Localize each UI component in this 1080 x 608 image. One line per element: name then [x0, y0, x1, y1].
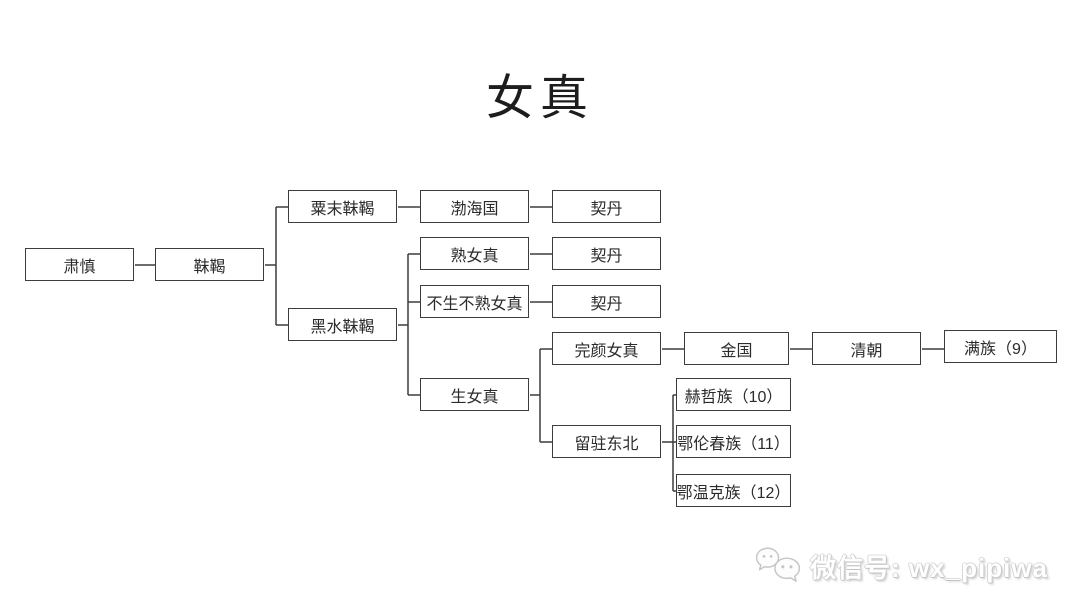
- node-liuzhu-dongbei: 留驻东北: [552, 425, 661, 458]
- node-shu-nvzhen: 熟女真: [420, 237, 529, 270]
- node-man-zu: 满族（9）: [944, 330, 1057, 363]
- node-wanyan-nvzhen: 完颜女真: [552, 332, 661, 365]
- node-hezhe-zu: 赫哲族（10）: [676, 378, 791, 411]
- node-qidan-2: 契丹: [552, 237, 661, 270]
- node-bohai-guo: 渤海国: [420, 190, 529, 223]
- node-elunchun-zu: 鄂伦春族（11）: [676, 425, 791, 458]
- node-heishui-mohe: 黑水靺鞨: [288, 308, 397, 341]
- node-qing-chao: 清朝: [812, 332, 921, 365]
- wechat-icon: [755, 547, 801, 582]
- node-ewenke-zu: 鄂温克族（12）: [676, 474, 791, 507]
- node-mohe: 靺鞨: [155, 248, 264, 281]
- node-sumo-mohe: 粟末靺鞨: [288, 190, 397, 223]
- node-qidan-3: 契丹: [552, 285, 661, 318]
- node-sheng-nvzhen: 生女真: [420, 378, 529, 411]
- node-qidan-1: 契丹: [552, 190, 661, 223]
- watermark-text: 微信号: wx_pipiwa: [810, 552, 1048, 583]
- wechat-watermark: 微信号: wx_pipiwa: [754, 546, 1048, 586]
- page-title: 女真: [485, 72, 594, 125]
- node-sushen: 肃慎: [25, 248, 134, 281]
- node-busheng-bushu-nvzhen: 不生不熟女真: [420, 285, 529, 318]
- node-jin-guo: 金国: [684, 332, 789, 365]
